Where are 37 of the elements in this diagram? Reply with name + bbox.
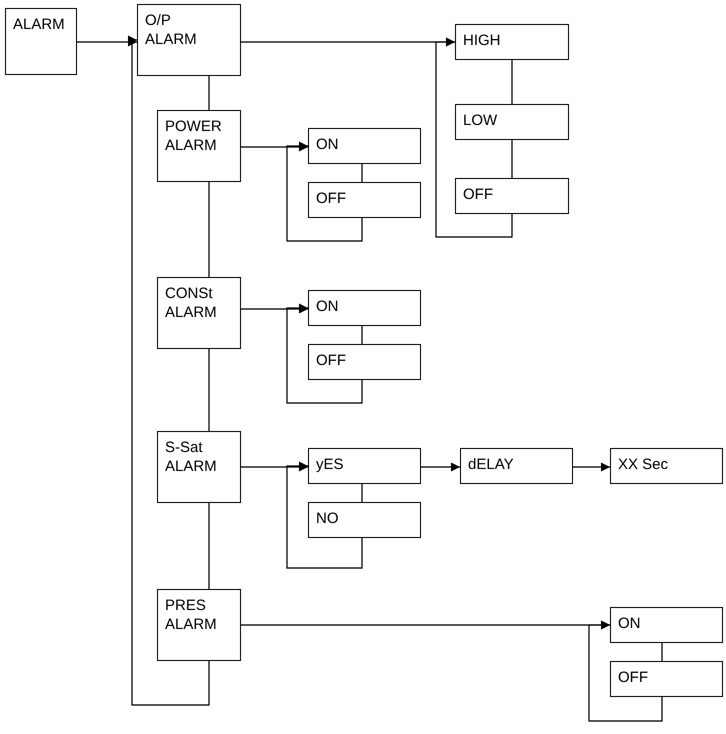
menu-box: dELAY xyxy=(460,448,573,484)
arrow xyxy=(435,38,513,238)
arrow xyxy=(421,462,460,472)
menu-box: O/P ALARM xyxy=(137,4,241,76)
menu-box: NO xyxy=(308,502,421,538)
menu-box: XX Sec xyxy=(610,448,723,484)
arrow xyxy=(573,462,610,472)
arrow xyxy=(286,304,363,404)
connector-line xyxy=(511,60,513,104)
menu-box: OFF xyxy=(308,344,421,380)
menu-box: OFF xyxy=(308,182,421,218)
connector-line xyxy=(661,643,663,661)
menu-box: HIGH xyxy=(455,24,569,60)
connector-line xyxy=(208,76,210,110)
menu-box: yES xyxy=(308,448,421,484)
connector-line xyxy=(208,503,210,589)
menu-box: ALARM xyxy=(5,8,77,75)
arrow xyxy=(286,462,363,569)
menu-box: OFF xyxy=(455,178,569,214)
menu-box: ON xyxy=(308,290,421,326)
arrow xyxy=(128,36,210,706)
menu-box: PRES ALARM xyxy=(157,589,241,661)
menu-box: POWER ALARM xyxy=(157,110,241,182)
connector-line xyxy=(361,326,363,344)
menu-box: S-Sat ALARM xyxy=(157,431,241,503)
menu-box: ON xyxy=(610,607,723,643)
menu-box: ON xyxy=(308,128,421,164)
connector-line xyxy=(361,484,363,502)
connector-line xyxy=(208,182,210,277)
connector-line xyxy=(511,140,513,178)
arrow xyxy=(588,620,663,722)
menu-box: OFF xyxy=(610,661,723,697)
arrow xyxy=(286,142,363,242)
menu-box: CONSt ALARM xyxy=(157,277,241,349)
menu-box: LOW xyxy=(455,104,569,140)
connector-line xyxy=(208,349,210,431)
connector-line xyxy=(361,164,363,182)
